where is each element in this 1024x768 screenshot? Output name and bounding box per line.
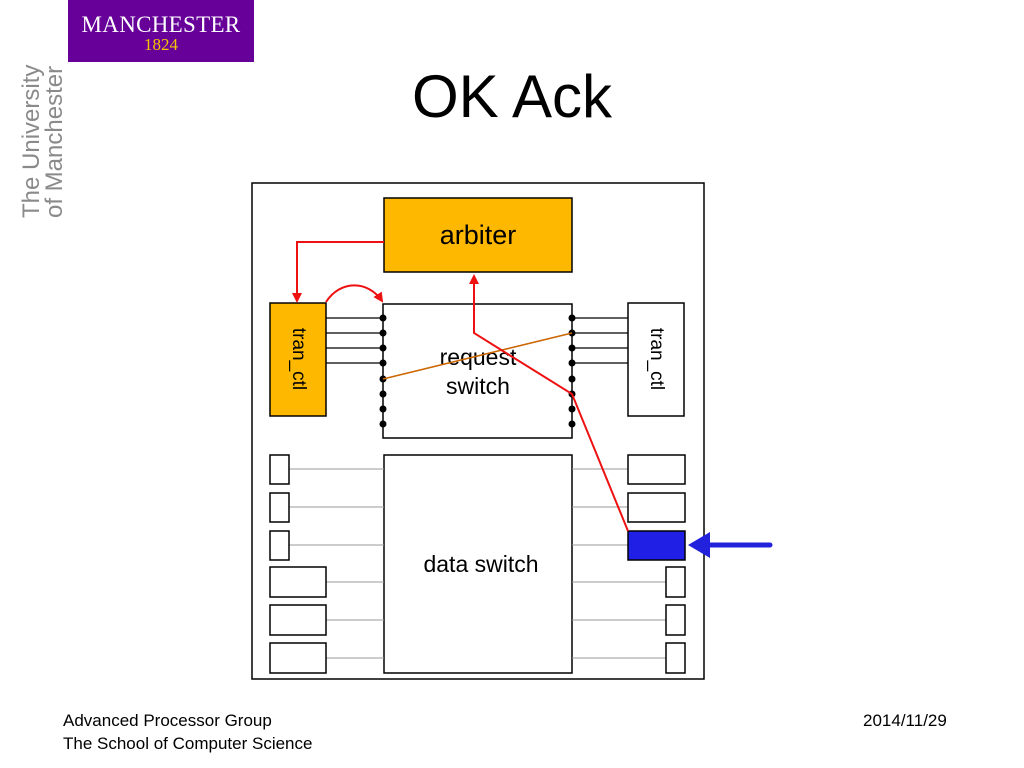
left-tran-ctl-label: tran_ctl (288, 328, 309, 390)
footer-group: Advanced Processor Group (63, 711, 272, 730)
footer-left: Advanced Processor Group The School of C… (63, 709, 312, 755)
request-switch-label-line2: switch (446, 373, 510, 399)
arbiter-to-tran-ctl-arrow (292, 241, 384, 303)
arbiter-label: arbiter (440, 220, 517, 250)
switch-connection-line (382, 332, 573, 380)
data-switch-box (383, 454, 573, 674)
left-buffers (269, 454, 327, 674)
right-tran-ctl-label: tran_ctl (646, 328, 667, 390)
university-logo: MANCHESTER 1824 (68, 0, 254, 62)
logo-name: MANCHESTER (81, 12, 241, 37)
right-buffers (627, 454, 686, 674)
request-switch-box (382, 303, 573, 439)
footer-school: The School of Computer Science (63, 734, 313, 753)
logo-year: 1824 (144, 35, 178, 54)
active-input-buffer (627, 530, 686, 561)
data-switch-label: data switch (423, 551, 538, 577)
incoming-flit-arrow-head (688, 532, 710, 558)
tran-ctl-to-switch-arrow (325, 284, 384, 303)
right-request-wires (572, 317, 628, 364)
footer-date: 2014/11/29 (863, 711, 947, 730)
arbiter-box (383, 197, 573, 273)
ack-path-to-arbiter (469, 274, 629, 532)
slide-title: OK Ack (411, 63, 613, 130)
right-connection-dots (568, 314, 576, 428)
left-request-wires (326, 317, 383, 364)
left-connection-dots (379, 314, 387, 428)
left-tran-ctl-box (269, 302, 327, 417)
request-switch-label-line1: request (440, 344, 517, 370)
right-tran-ctl-box (627, 302, 685, 417)
